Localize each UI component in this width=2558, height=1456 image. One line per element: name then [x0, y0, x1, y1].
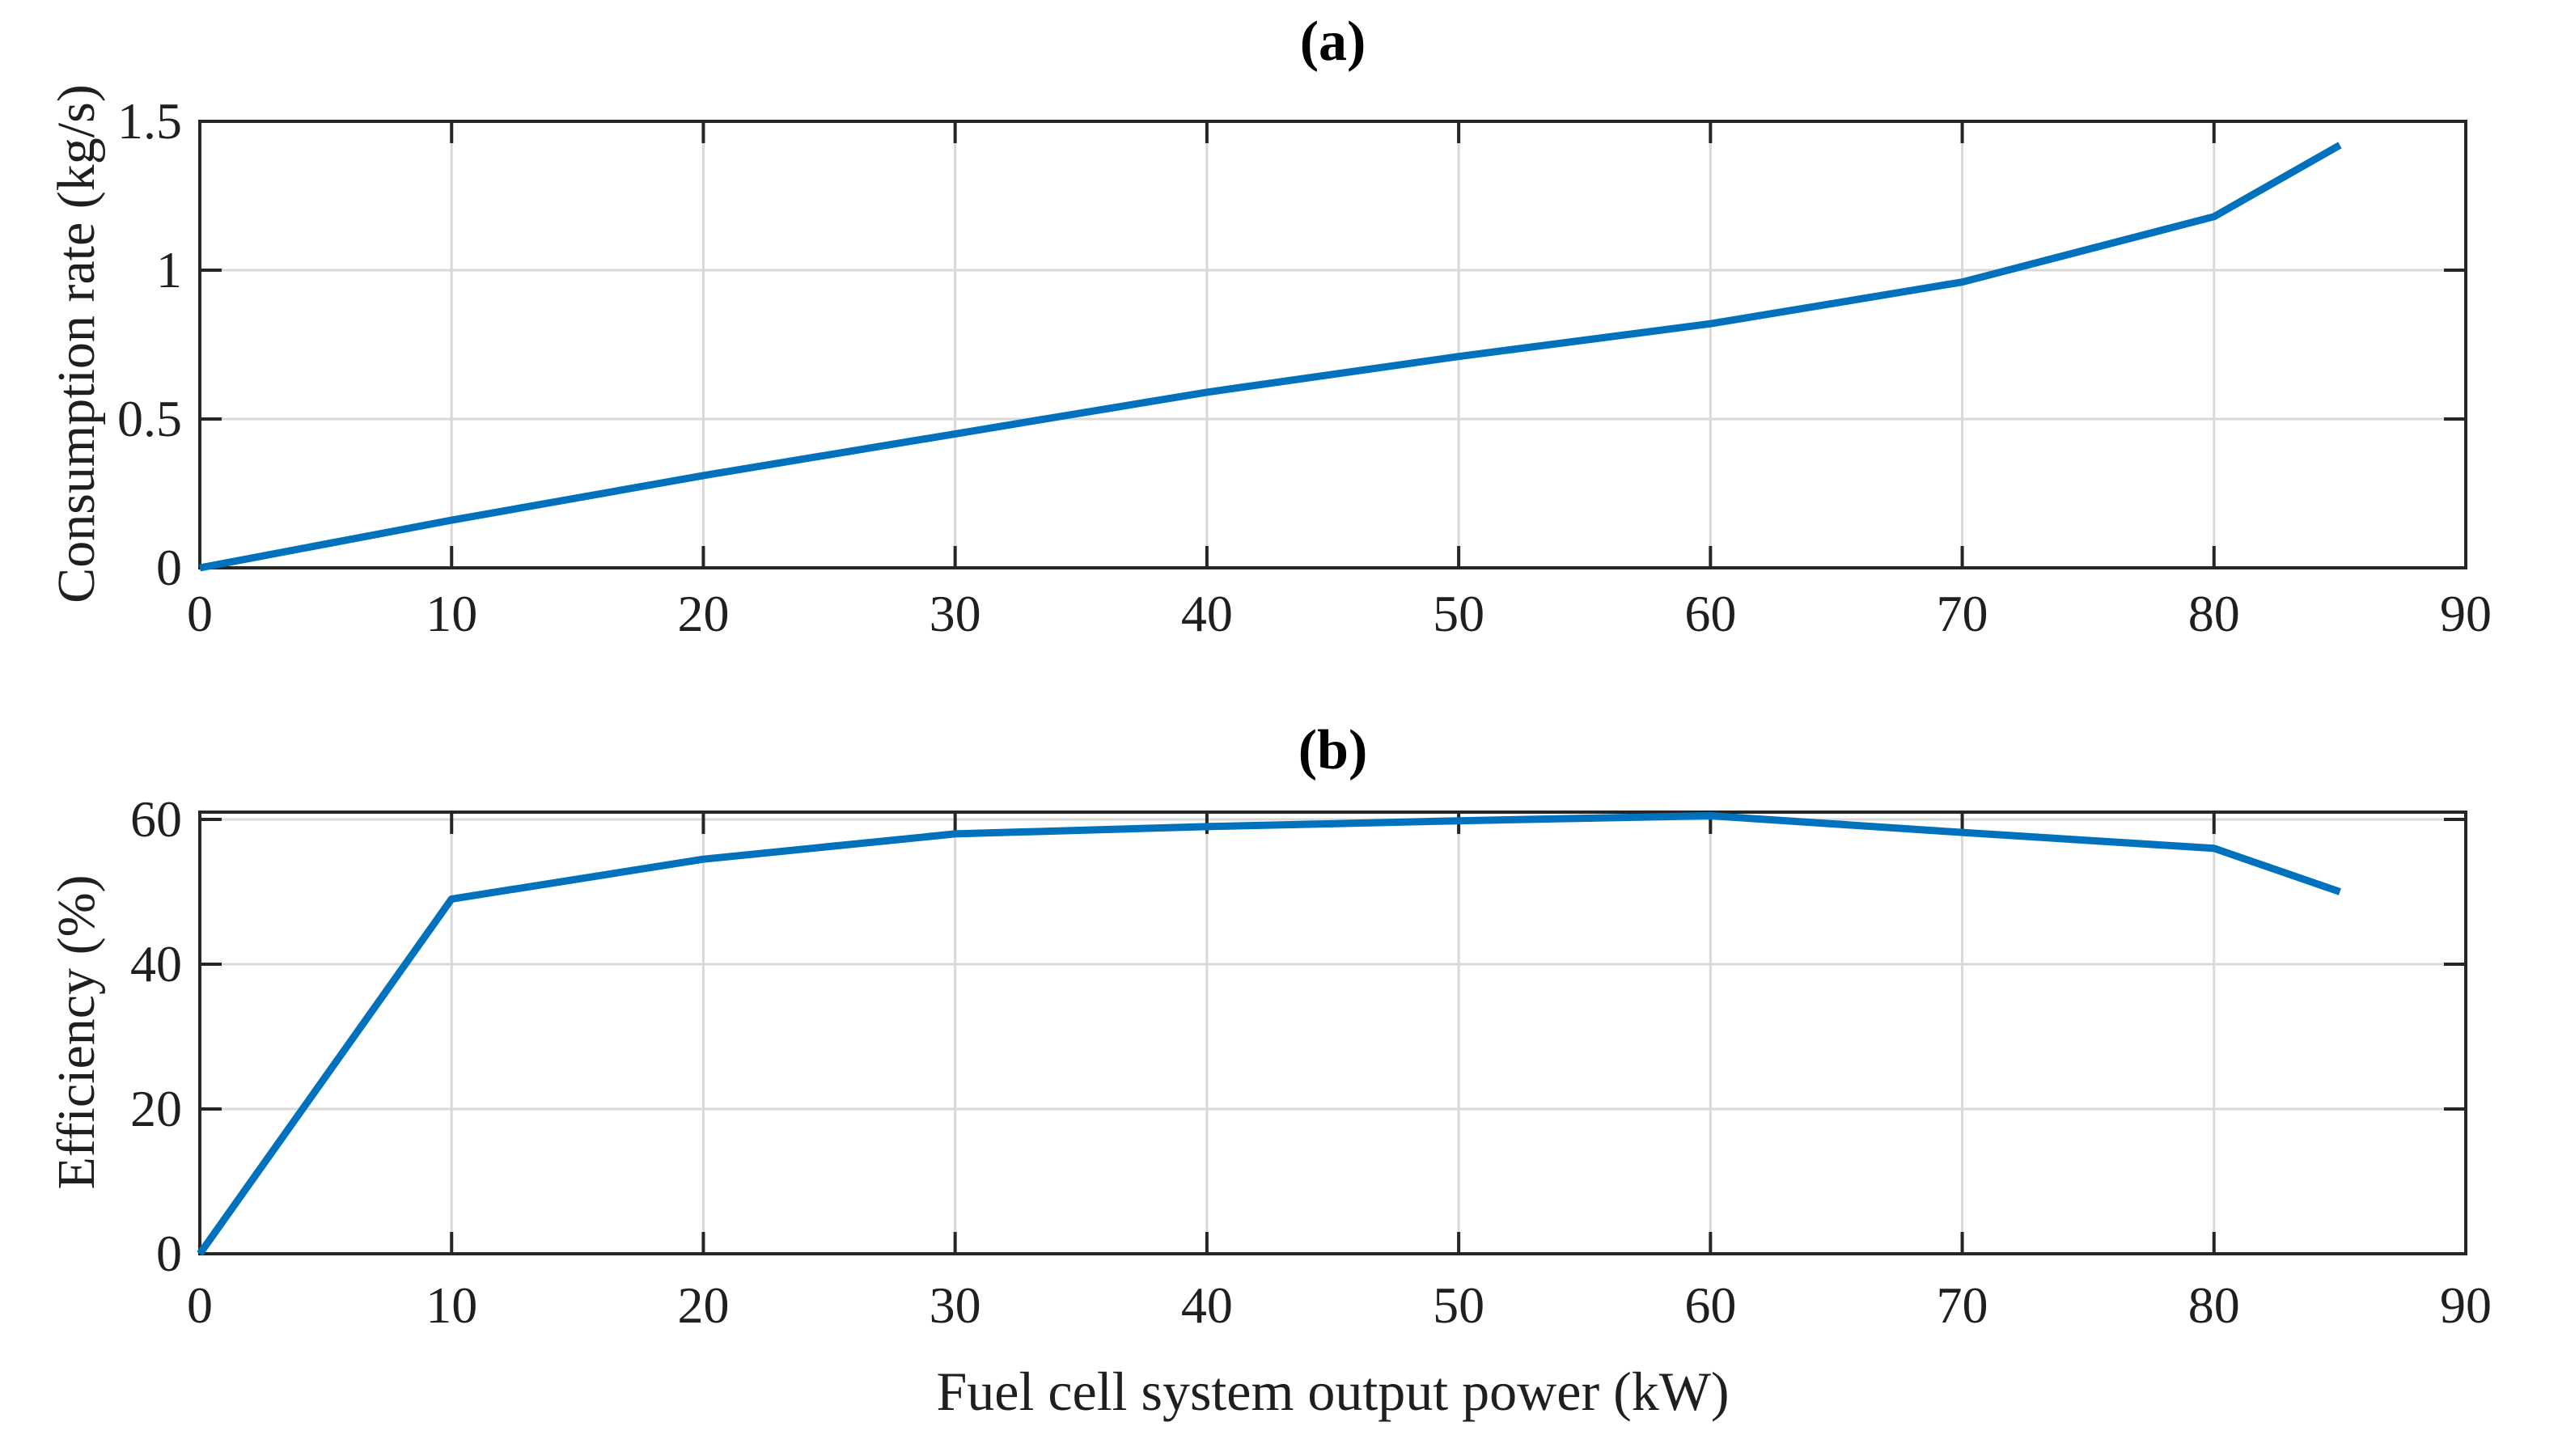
- panel-b-tick-marks: [200, 812, 2466, 1254]
- x-tick-label: 20: [677, 1276, 730, 1334]
- x-tick-label: 0: [187, 1276, 213, 1334]
- x-tick-label: 0: [187, 585, 213, 642]
- panel-a-gridlines: [200, 121, 2466, 568]
- y-tick-label: 0.5: [117, 390, 182, 447]
- x-tick-label: 30: [929, 585, 981, 642]
- x-tick-label: 20: [677, 585, 730, 642]
- x-tick-label: 60: [1684, 1276, 1737, 1334]
- x-tick-label: 80: [2187, 585, 2240, 642]
- x-tick-label: 50: [1433, 585, 1485, 642]
- x-tick-label: 50: [1433, 1276, 1485, 1334]
- x-axis-label: Fuel cell system output power (kW): [936, 1361, 1730, 1422]
- x-tick-label: 70: [1936, 1276, 1988, 1334]
- x-tick-label: 40: [1180, 1276, 1233, 1334]
- x-tick-label: 90: [2440, 585, 2492, 642]
- y-tick-label: 40: [130, 934, 182, 993]
- panel-b-y-axis-label: Efficiency (%): [47, 874, 106, 1190]
- panel-a-title: (a): [1299, 11, 1366, 73]
- y-tick-label: 1: [156, 241, 182, 298]
- panel-b-gridlines: [200, 812, 2466, 1254]
- axes-box: [198, 811, 2467, 1255]
- x-tick-label: 80: [2187, 1276, 2240, 1334]
- y-tick-label: 0: [156, 1225, 182, 1282]
- x-tick-label: 60: [1684, 585, 1737, 642]
- x-tick-label: 90: [2440, 1276, 2492, 1334]
- x-tick-label: 30: [929, 1276, 981, 1334]
- panel-b-axes: [198, 811, 2467, 1255]
- efficiency-line: [197, 812, 2341, 1256]
- x-tick-label: 70: [1936, 585, 1988, 642]
- consumption-rate-line: [199, 142, 2342, 572]
- y-tick-label: 60: [130, 789, 182, 848]
- y-tick-label: 1.5: [117, 92, 182, 150]
- y-tick-label: 20: [130, 1079, 182, 1137]
- panel-a-axes: [198, 120, 2467, 569]
- x-tick-label: 40: [1180, 585, 1233, 642]
- x-tick-label: 10: [426, 1276, 478, 1334]
- y-tick-label: 0: [156, 539, 182, 596]
- axes-box: [198, 120, 2467, 569]
- x-tick-label: 10: [426, 585, 478, 642]
- panel-b-title: (b): [1298, 719, 1368, 781]
- panel-a-tick-marks: [200, 121, 2466, 568]
